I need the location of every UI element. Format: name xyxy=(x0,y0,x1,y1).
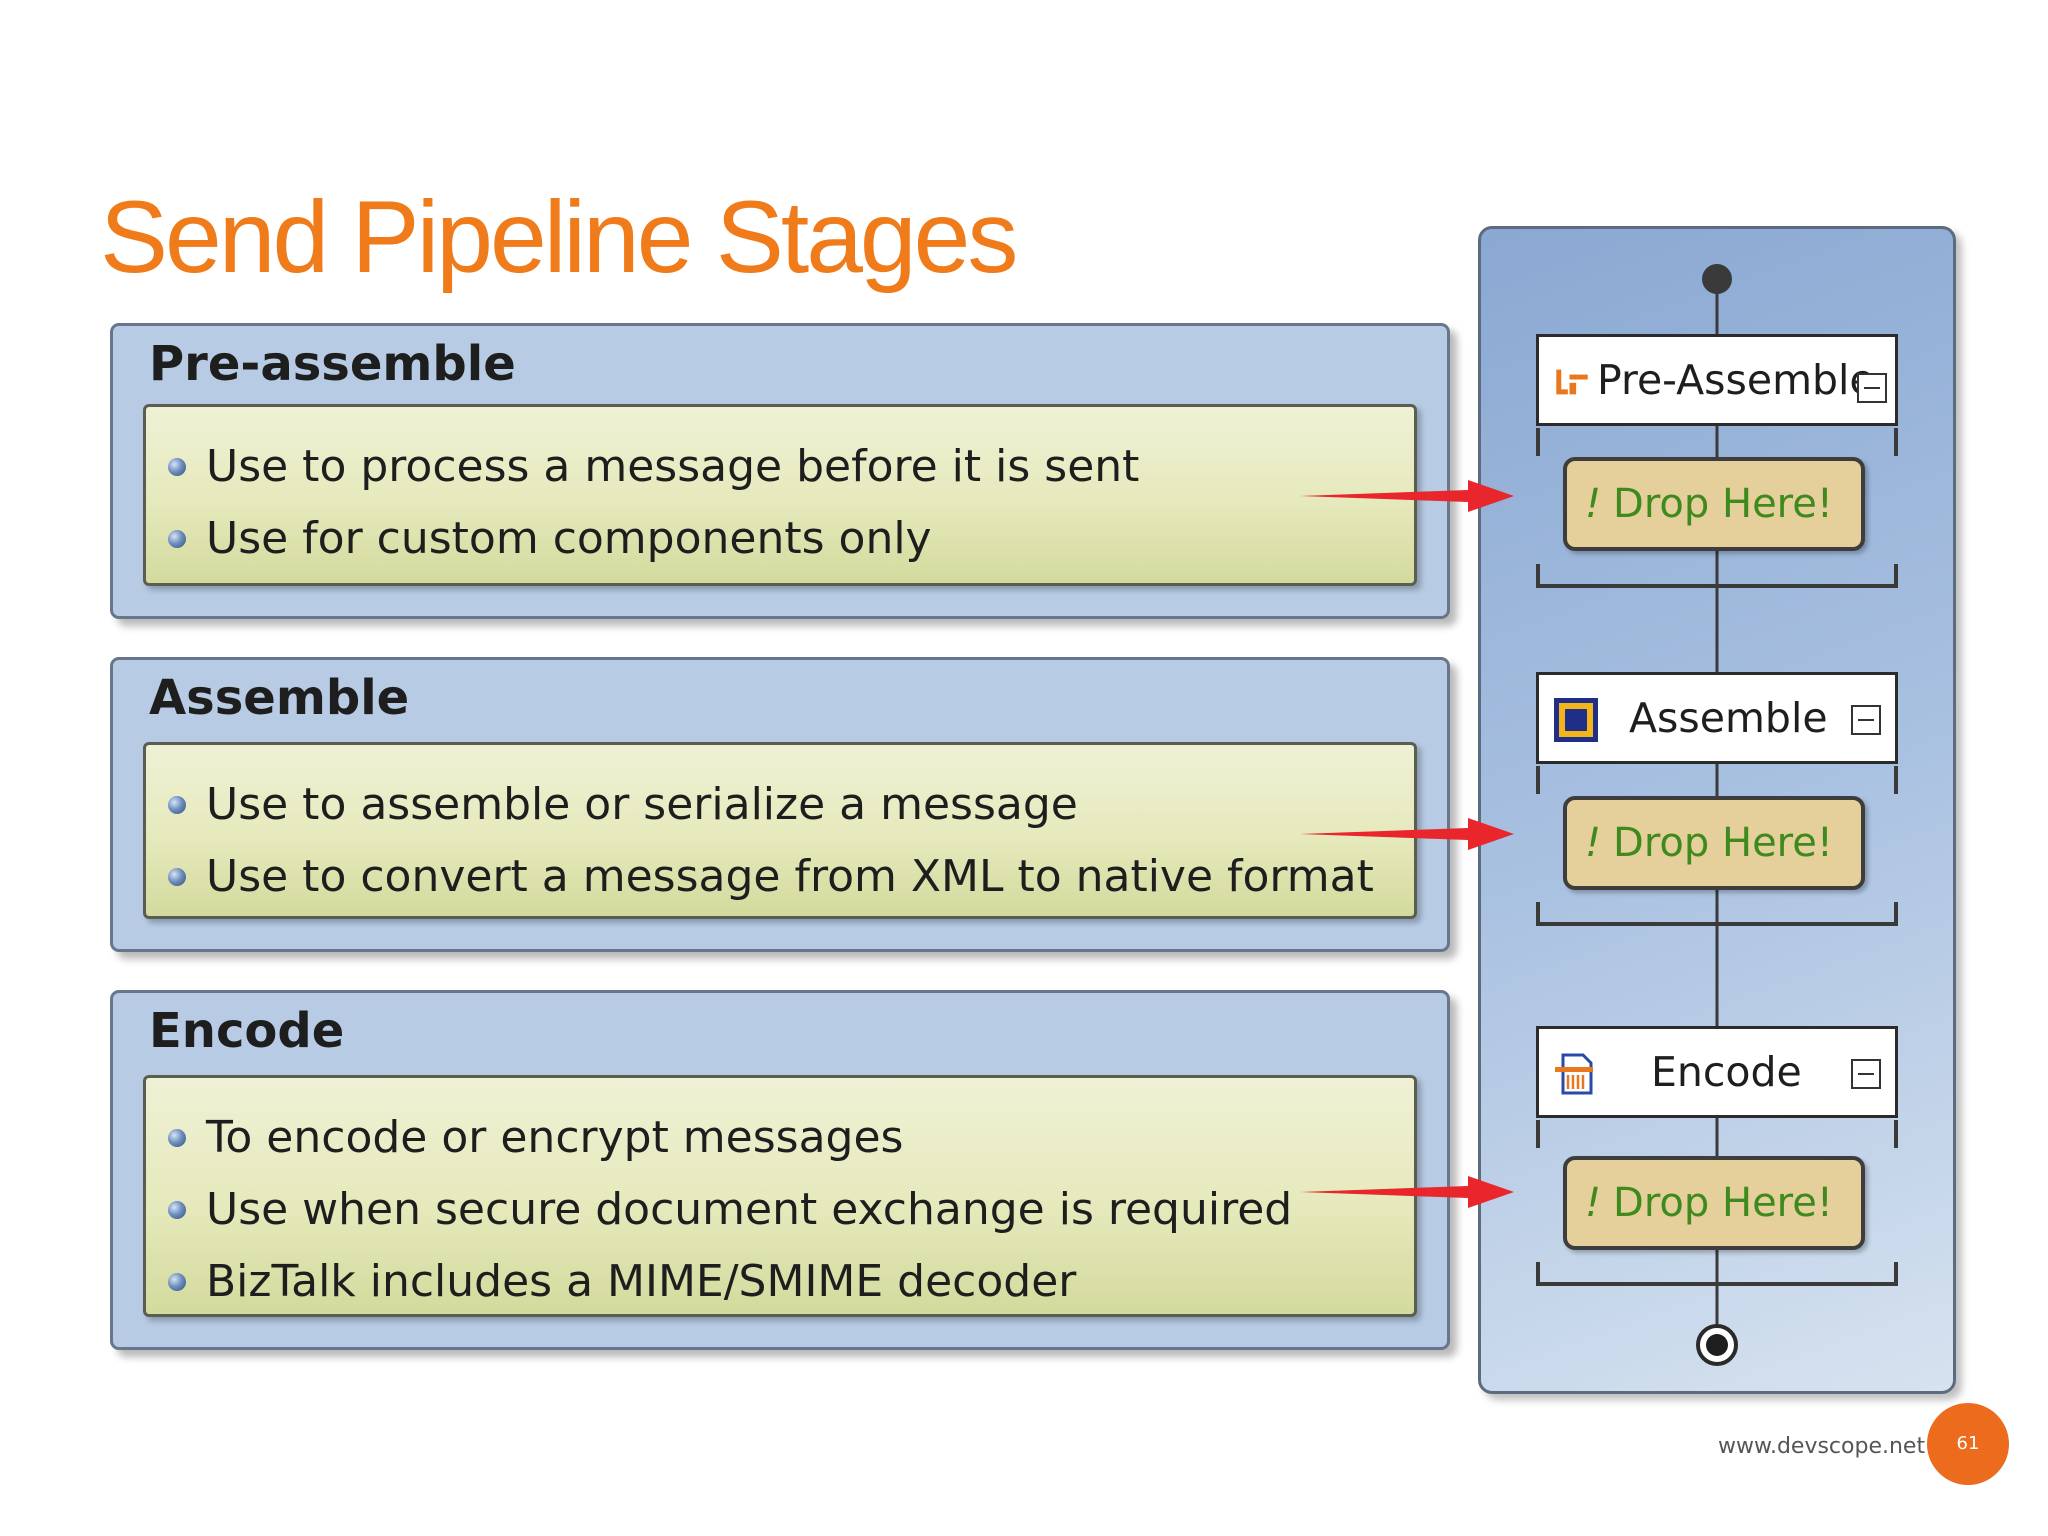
collapse-icon[interactable] xyxy=(1851,1059,1881,1089)
stage-description: Use to assemble or serialize a message U… xyxy=(143,742,1417,919)
bullet-icon xyxy=(168,530,186,548)
pipeline-stage-encode[interactable]: Encode xyxy=(1536,1026,1898,1118)
stage-header-label: Pre-Assemble xyxy=(1597,356,1875,404)
stage-box-assemble: Assemble Use to assemble or serialize a … xyxy=(110,657,1450,952)
stage-box-pre-assemble: Pre-assemble Use to process a message be… xyxy=(110,323,1450,619)
collapse-icon[interactable] xyxy=(1857,373,1887,403)
pipeline-stage-pre-assemble[interactable]: Pre-Assemble xyxy=(1536,334,1898,426)
drop-target-encode[interactable]: !Drop Here! xyxy=(1563,1156,1865,1250)
bullet-item: To encode or encrypt messages xyxy=(168,1102,1292,1174)
bullet-item: BizTalk includes a MIME/SMIME decoder xyxy=(168,1246,1292,1318)
stage-description: Use to process a message before it is se… xyxy=(143,404,1417,586)
footer-url: www.devscope.net xyxy=(1718,1434,1926,1459)
stage-heading: Assemble xyxy=(149,670,410,726)
pipeline-stage-assemble[interactable]: Assemble xyxy=(1536,672,1898,764)
warning-icon: ! xyxy=(1585,481,1602,527)
stage-header-label: Encode xyxy=(1651,1048,1802,1096)
bullet-icon xyxy=(168,1273,186,1291)
page-title: Send Pipeline Stages xyxy=(100,180,1018,294)
bullet-item: Use when secure document exchange is req… xyxy=(168,1174,1292,1246)
stage-heading: Encode xyxy=(149,1003,345,1059)
warning-icon: ! xyxy=(1585,820,1602,866)
drop-target-pre-assemble[interactable]: !Drop Here! xyxy=(1563,457,1865,551)
encode-icon xyxy=(1555,1053,1593,1095)
stage-description: To encode or encrypt messages Use when s… xyxy=(143,1075,1417,1317)
pre-assemble-icon xyxy=(1556,369,1588,395)
stage-heading: Pre-assemble xyxy=(149,336,516,392)
bullet-icon xyxy=(168,458,186,476)
warning-icon: ! xyxy=(1585,1180,1602,1226)
stage-header-label: Assemble xyxy=(1629,694,1828,742)
page-number-badge: 61 xyxy=(1927,1403,2009,1485)
bullet-icon xyxy=(168,1201,186,1219)
bullet-item: Use to process a message before it is se… xyxy=(168,431,1139,503)
bullet-icon xyxy=(168,796,186,814)
bullet-item: Use to convert a message from XML to nat… xyxy=(168,841,1374,913)
drop-target-assemble[interactable]: !Drop Here! xyxy=(1563,796,1865,890)
collapse-icon[interactable] xyxy=(1851,705,1881,735)
stage-box-encode: Encode To encode or encrypt messages Use… xyxy=(110,990,1450,1350)
bullet-icon xyxy=(168,868,186,886)
bullet-item: Use for custom components only xyxy=(168,503,1139,575)
bullet-item: Use to assemble or serialize a message xyxy=(168,769,1374,841)
assemble-icon xyxy=(1554,698,1598,742)
bullet-icon xyxy=(168,1129,186,1147)
